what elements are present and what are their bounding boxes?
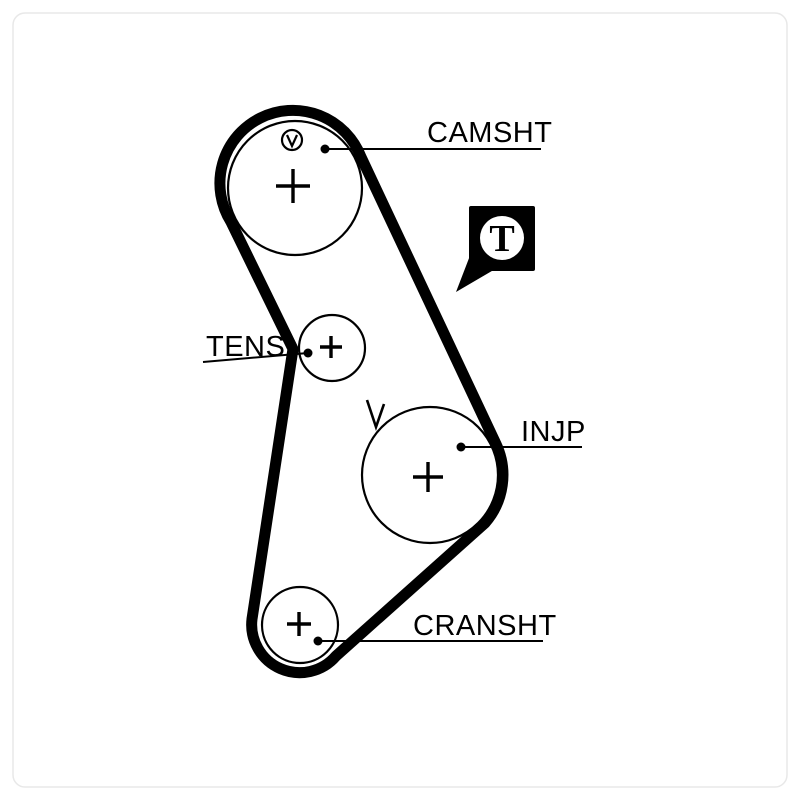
camshaft-leader-dot <box>320 144 330 154</box>
tensioner-leader-dot <box>303 348 313 358</box>
injection-pump-center-plus-icon <box>413 462 443 492</box>
tensioner-center-plus-icon <box>320 336 342 358</box>
timing-tool-badge: T <box>456 206 535 292</box>
tensioner-label: TENS <box>206 331 285 363</box>
crankshaft-leader-dot <box>313 636 323 646</box>
direction-arrow-icon <box>365 399 386 432</box>
camshaft-center-plus-icon <box>276 169 310 203</box>
crankshaft-pulley <box>260 585 340 665</box>
injection-pump-leader <box>456 442 582 452</box>
tensioner-leader <box>202 348 313 363</box>
crankshaft-center-plus-icon <box>287 612 311 636</box>
tensioner-pulley <box>297 313 367 383</box>
camshaft-pulley <box>226 119 364 257</box>
crankshaft-label: CRANSHT <box>413 610 557 642</box>
badge-inner-circle <box>480 216 524 260</box>
camshaft-label: CAMSHT <box>427 117 552 149</box>
badge-letter: T <box>489 218 514 260</box>
injection-pump-leader-dot <box>456 442 466 452</box>
injection-pump-label: INJP <box>521 416 586 448</box>
timing-mark-icon <box>280 128 304 152</box>
crankshaft-leader <box>313 636 543 646</box>
camshaft-leader <box>320 144 541 154</box>
card-frame <box>12 12 788 788</box>
